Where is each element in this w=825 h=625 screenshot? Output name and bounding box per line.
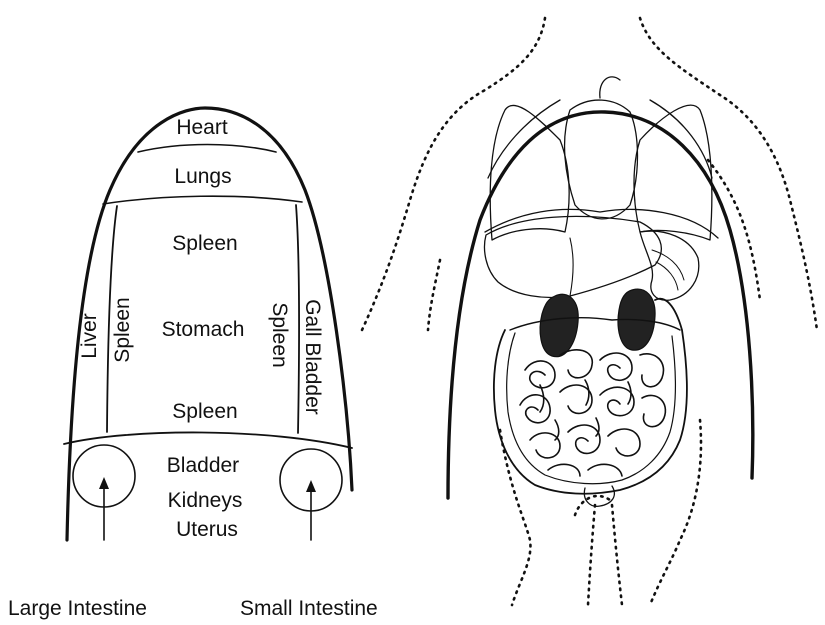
stomach-folds bbox=[652, 250, 684, 290]
label-heart: Heart bbox=[176, 116, 228, 139]
label-spleen-top: Spleen bbox=[172, 232, 237, 255]
anatomy-illustration bbox=[362, 18, 817, 605]
label-spleen-bottom: Spleen bbox=[172, 400, 237, 423]
heart-vessel bbox=[600, 77, 620, 98]
label-bladder: Bladder bbox=[167, 454, 239, 477]
label-spleen-right: Spleen bbox=[268, 302, 291, 367]
large-intestine-arrowhead bbox=[99, 477, 109, 489]
diaphragm bbox=[485, 209, 718, 238]
left-kidney bbox=[540, 294, 578, 356]
stomach bbox=[640, 231, 699, 300]
heart bbox=[565, 100, 638, 219]
small-intestine-coils bbox=[520, 350, 665, 476]
label-gall-bladder: Gall Bladder bbox=[301, 299, 324, 415]
label-large-intestine: Large Intestine bbox=[8, 597, 147, 621]
lungs-abdomen-divider bbox=[103, 196, 302, 204]
left-clavicle bbox=[488, 100, 560, 178]
body-silhouette bbox=[362, 18, 817, 605]
right-lung bbox=[634, 105, 712, 240]
label-lungs: Lungs bbox=[174, 165, 231, 188]
label-stomach: Stomach bbox=[162, 318, 245, 341]
label-kidneys: Kidneys bbox=[168, 489, 243, 512]
large-intestine bbox=[494, 299, 687, 494]
label-uterus: Uterus bbox=[176, 518, 238, 541]
liver-lobe-line bbox=[570, 238, 573, 296]
label-liver: Liver bbox=[78, 313, 101, 359]
right-clavicle bbox=[650, 100, 712, 178]
heart-lungs-divider bbox=[138, 145, 276, 153]
small-intestine-arrowhead bbox=[306, 480, 316, 492]
label-small-intestine: Small Intestine bbox=[240, 597, 378, 621]
right-zone-line bbox=[296, 205, 299, 433]
rectum bbox=[584, 486, 614, 506]
label-spleen-left: Spleen bbox=[111, 297, 134, 362]
